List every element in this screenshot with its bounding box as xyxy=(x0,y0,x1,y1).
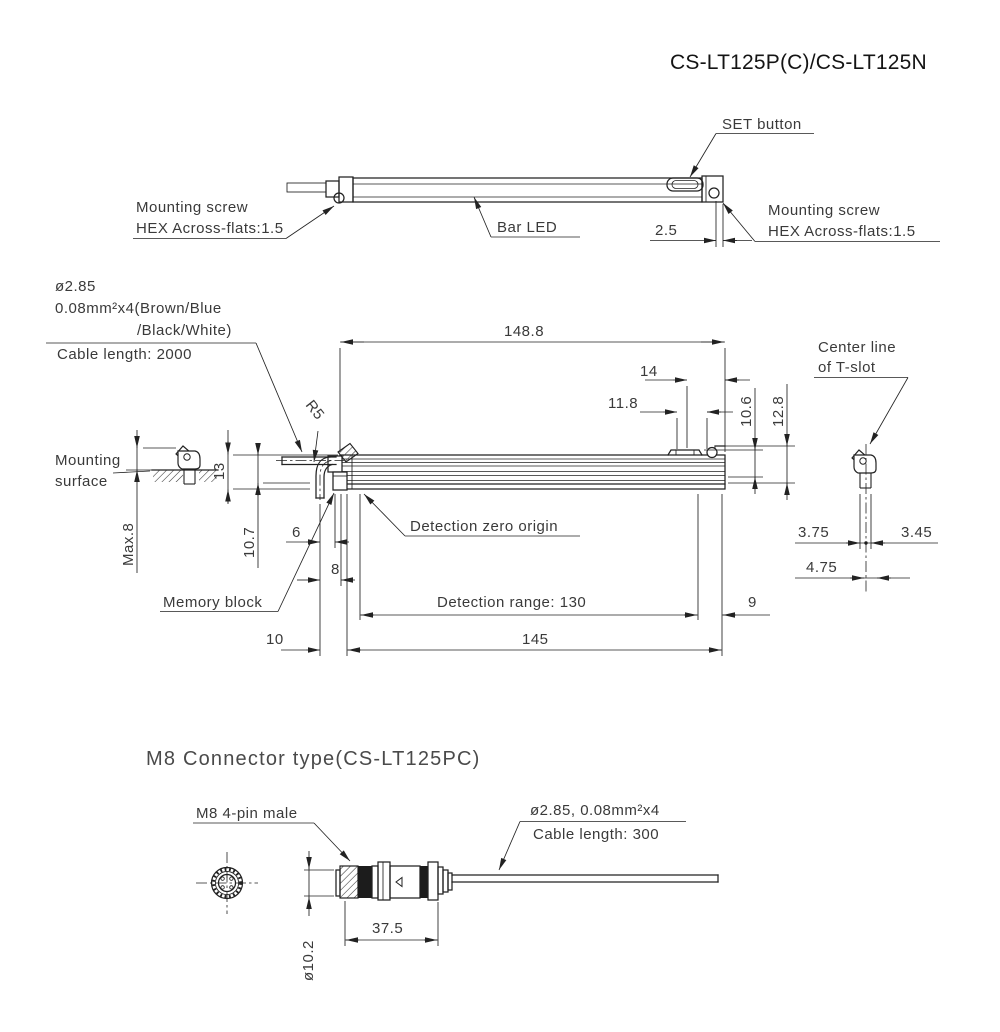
connector-cable-spec: ø2.85, 0.08mm²x4 xyxy=(530,802,660,819)
dim-10-7: 10.7 xyxy=(241,527,258,558)
profile-section xyxy=(851,449,877,489)
pin-4 xyxy=(229,885,234,890)
connector-body xyxy=(389,865,421,899)
mounting-screw-right-label: Mounting screw xyxy=(768,202,880,219)
cable-stub xyxy=(286,182,327,193)
mounting-surface-hatch xyxy=(153,470,183,482)
memory-block xyxy=(332,471,348,491)
dim-2-5: 2.5 xyxy=(655,222,677,239)
connector-heading: M8 Connector type(CS-LT125PC) xyxy=(146,748,481,770)
svg-text:HEX Across-flats:1.5: HEX Across-flats:1.5 xyxy=(768,223,916,240)
center-line-label: Center line xyxy=(818,339,896,356)
pin-2 xyxy=(229,876,234,881)
top-view-annotations: SET button Mounting screw HEX Across-fla… xyxy=(133,116,940,247)
dim-14: 14 xyxy=(640,363,658,380)
orientation-mark xyxy=(395,876,403,888)
pin-3 xyxy=(220,885,225,890)
dim-r5: R5 xyxy=(302,397,328,423)
set-button-label: SET button xyxy=(722,116,802,133)
mounting-surface-label: Mounting xyxy=(55,452,121,469)
dim-3-45: 3.45 xyxy=(901,524,932,541)
dim-12-8: 12.8 xyxy=(770,396,787,427)
dim-9: 9 xyxy=(748,594,757,611)
dim-10: 10 xyxy=(266,631,284,648)
detection-range-label: Detection range: 130 xyxy=(437,594,586,611)
cable-length-label: Cable length: 2000 xyxy=(57,346,192,363)
side-view-annotations: ø2.85 0.08mm²x4(Brown/Blue /Black/White)… xyxy=(46,278,938,656)
side-view-drawing xyxy=(151,442,877,592)
dim-8: 8 xyxy=(331,561,340,578)
dim-145: 145 xyxy=(522,631,549,648)
detection-zero-label: Detection zero origin xyxy=(410,518,558,535)
sensor-body-top xyxy=(352,177,703,203)
thread-section xyxy=(339,865,359,899)
mounting-screw-left-label: Mounting screw xyxy=(136,199,248,216)
dim-4-75: 4.75 xyxy=(806,559,837,576)
set-button xyxy=(666,177,704,192)
dim-11-8: 11.8 xyxy=(608,395,638,412)
top-view-drawing xyxy=(286,175,724,204)
dim-6: 6 xyxy=(292,524,301,541)
knurl-ring xyxy=(211,867,243,899)
cable-diameter-label: ø2.85 xyxy=(55,278,96,295)
connector-cable-length: Cable length: 300 xyxy=(533,826,659,843)
svg-text:surface: surface xyxy=(55,473,108,490)
svg-text:HEX Across-flats:1.5: HEX Across-flats:1.5 xyxy=(136,220,284,237)
dim-13: 13 xyxy=(211,462,228,480)
page-title: CS-LT125P(C)/CS-LT125N xyxy=(670,51,927,74)
cable-wires-label: 0.08mm²x4(Brown/Blue xyxy=(55,300,222,317)
mounting-screw-right xyxy=(708,187,720,199)
memory-block-label: Memory block xyxy=(163,594,262,611)
connector-front-view xyxy=(196,852,258,914)
connector-side-view xyxy=(335,861,719,901)
bar-led-label: Bar LED xyxy=(497,219,557,236)
side-screw xyxy=(706,446,718,459)
dim-3-75: 3.75 xyxy=(798,524,829,541)
cable-boot xyxy=(337,442,359,463)
connector-label: M8 4-pin male xyxy=(196,805,298,822)
dim-37-5: 37.5 xyxy=(372,920,403,937)
dim-max-8: Max.8 xyxy=(120,523,137,566)
mounting-screw-left xyxy=(333,192,345,204)
svg-text:/Black/White): /Black/White) xyxy=(137,322,232,339)
dim-10-6: 10.6 xyxy=(738,396,755,427)
svg-text:of T-slot: of T-slot xyxy=(818,359,876,376)
dim-148-8: 148.8 xyxy=(504,323,544,340)
dim-dia-10-2: ø10.2 xyxy=(300,940,317,981)
pin-1 xyxy=(220,876,225,881)
connector-section: M8 Connector type(CS-LT125PC) M8 4-pin m… xyxy=(146,748,719,981)
